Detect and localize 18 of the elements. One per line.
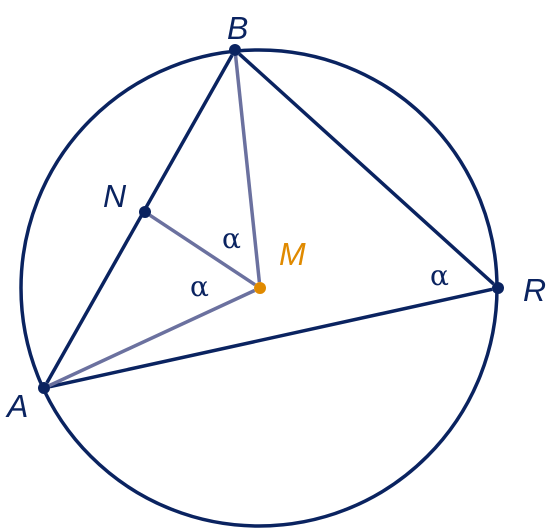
angle-label: α bbox=[430, 262, 449, 290]
angle-label: α bbox=[190, 273, 209, 301]
point-label: N bbox=[102, 180, 128, 212]
point-dot bbox=[229, 44, 241, 56]
point-label: M bbox=[278, 238, 307, 270]
point-dot bbox=[492, 282, 504, 294]
point-label: R bbox=[522, 274, 548, 306]
line-segment bbox=[48, 288, 256, 388]
point-dot bbox=[254, 282, 266, 294]
angle-label: α bbox=[222, 225, 241, 253]
line-segment bbox=[149, 214, 256, 286]
point-label: A bbox=[4, 390, 30, 422]
point-dot bbox=[38, 382, 50, 394]
point-label: B bbox=[226, 12, 250, 44]
line-segment bbox=[45, 54, 234, 384]
line-segment bbox=[238, 52, 495, 286]
line-segment bbox=[49, 288, 493, 388]
point-dot bbox=[139, 206, 151, 218]
